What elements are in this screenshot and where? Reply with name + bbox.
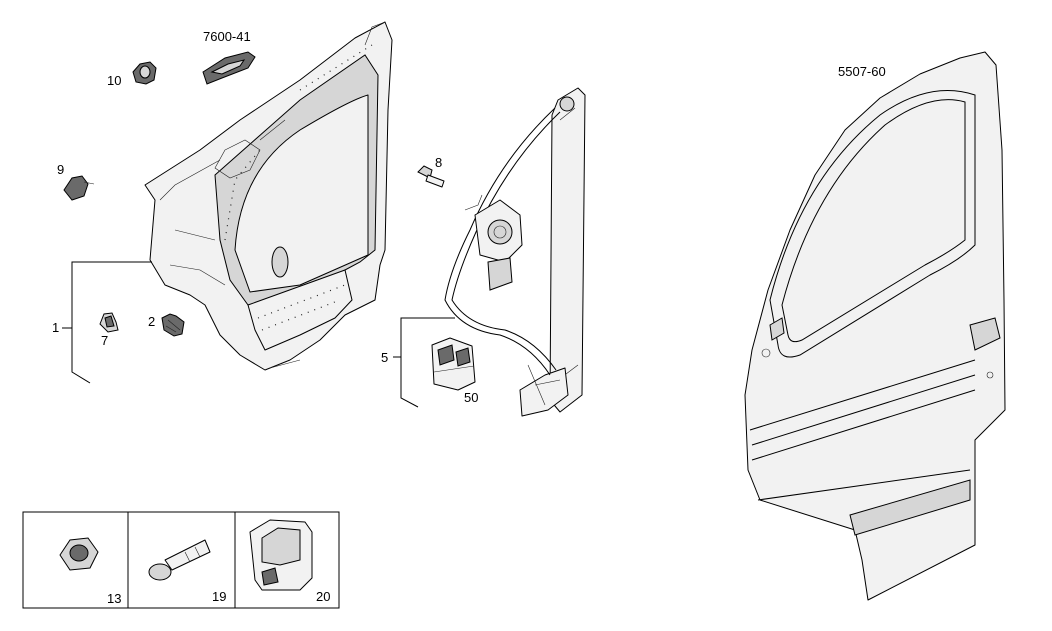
inset-nut [59, 537, 99, 571]
label-part-50: 50 [464, 390, 478, 405]
part-50-switch-block [431, 337, 476, 391]
label-part-9: 9 [57, 162, 64, 177]
door-trim-panel [144, 21, 393, 371]
label-inset-bolt: 19 [212, 589, 226, 604]
label-part-5: 5 [381, 350, 388, 365]
label-trim-panel-ref: 7600-41 [203, 29, 251, 44]
door-shell [744, 51, 1006, 601]
part-10-knob [132, 61, 157, 85]
part-8-bolt [417, 165, 445, 188]
callout-1 [62, 261, 152, 384]
label-part-2: 2 [148, 314, 155, 329]
label-part-10: 10 [107, 73, 121, 88]
part-2-screw [161, 313, 185, 337]
label-part-1: 1 [52, 320, 59, 335]
label-part-7: 7 [101, 333, 108, 348]
inset-clip [249, 519, 313, 591]
inset-bolt [148, 539, 211, 581]
window-regulator [444, 87, 586, 417]
part-7-push-pin [99, 312, 119, 333]
label-inset-nut: 13 [107, 591, 121, 606]
label-part-8: 8 [435, 155, 442, 170]
callout-5 [393, 317, 455, 408]
label-door-shell-ref: 5507-60 [838, 64, 886, 79]
hardware-inset-panel [22, 511, 340, 609]
part-9-clip [63, 175, 95, 201]
label-inset-clip: 20 [316, 589, 330, 604]
part-7600-41-handle-bezel [202, 51, 256, 85]
